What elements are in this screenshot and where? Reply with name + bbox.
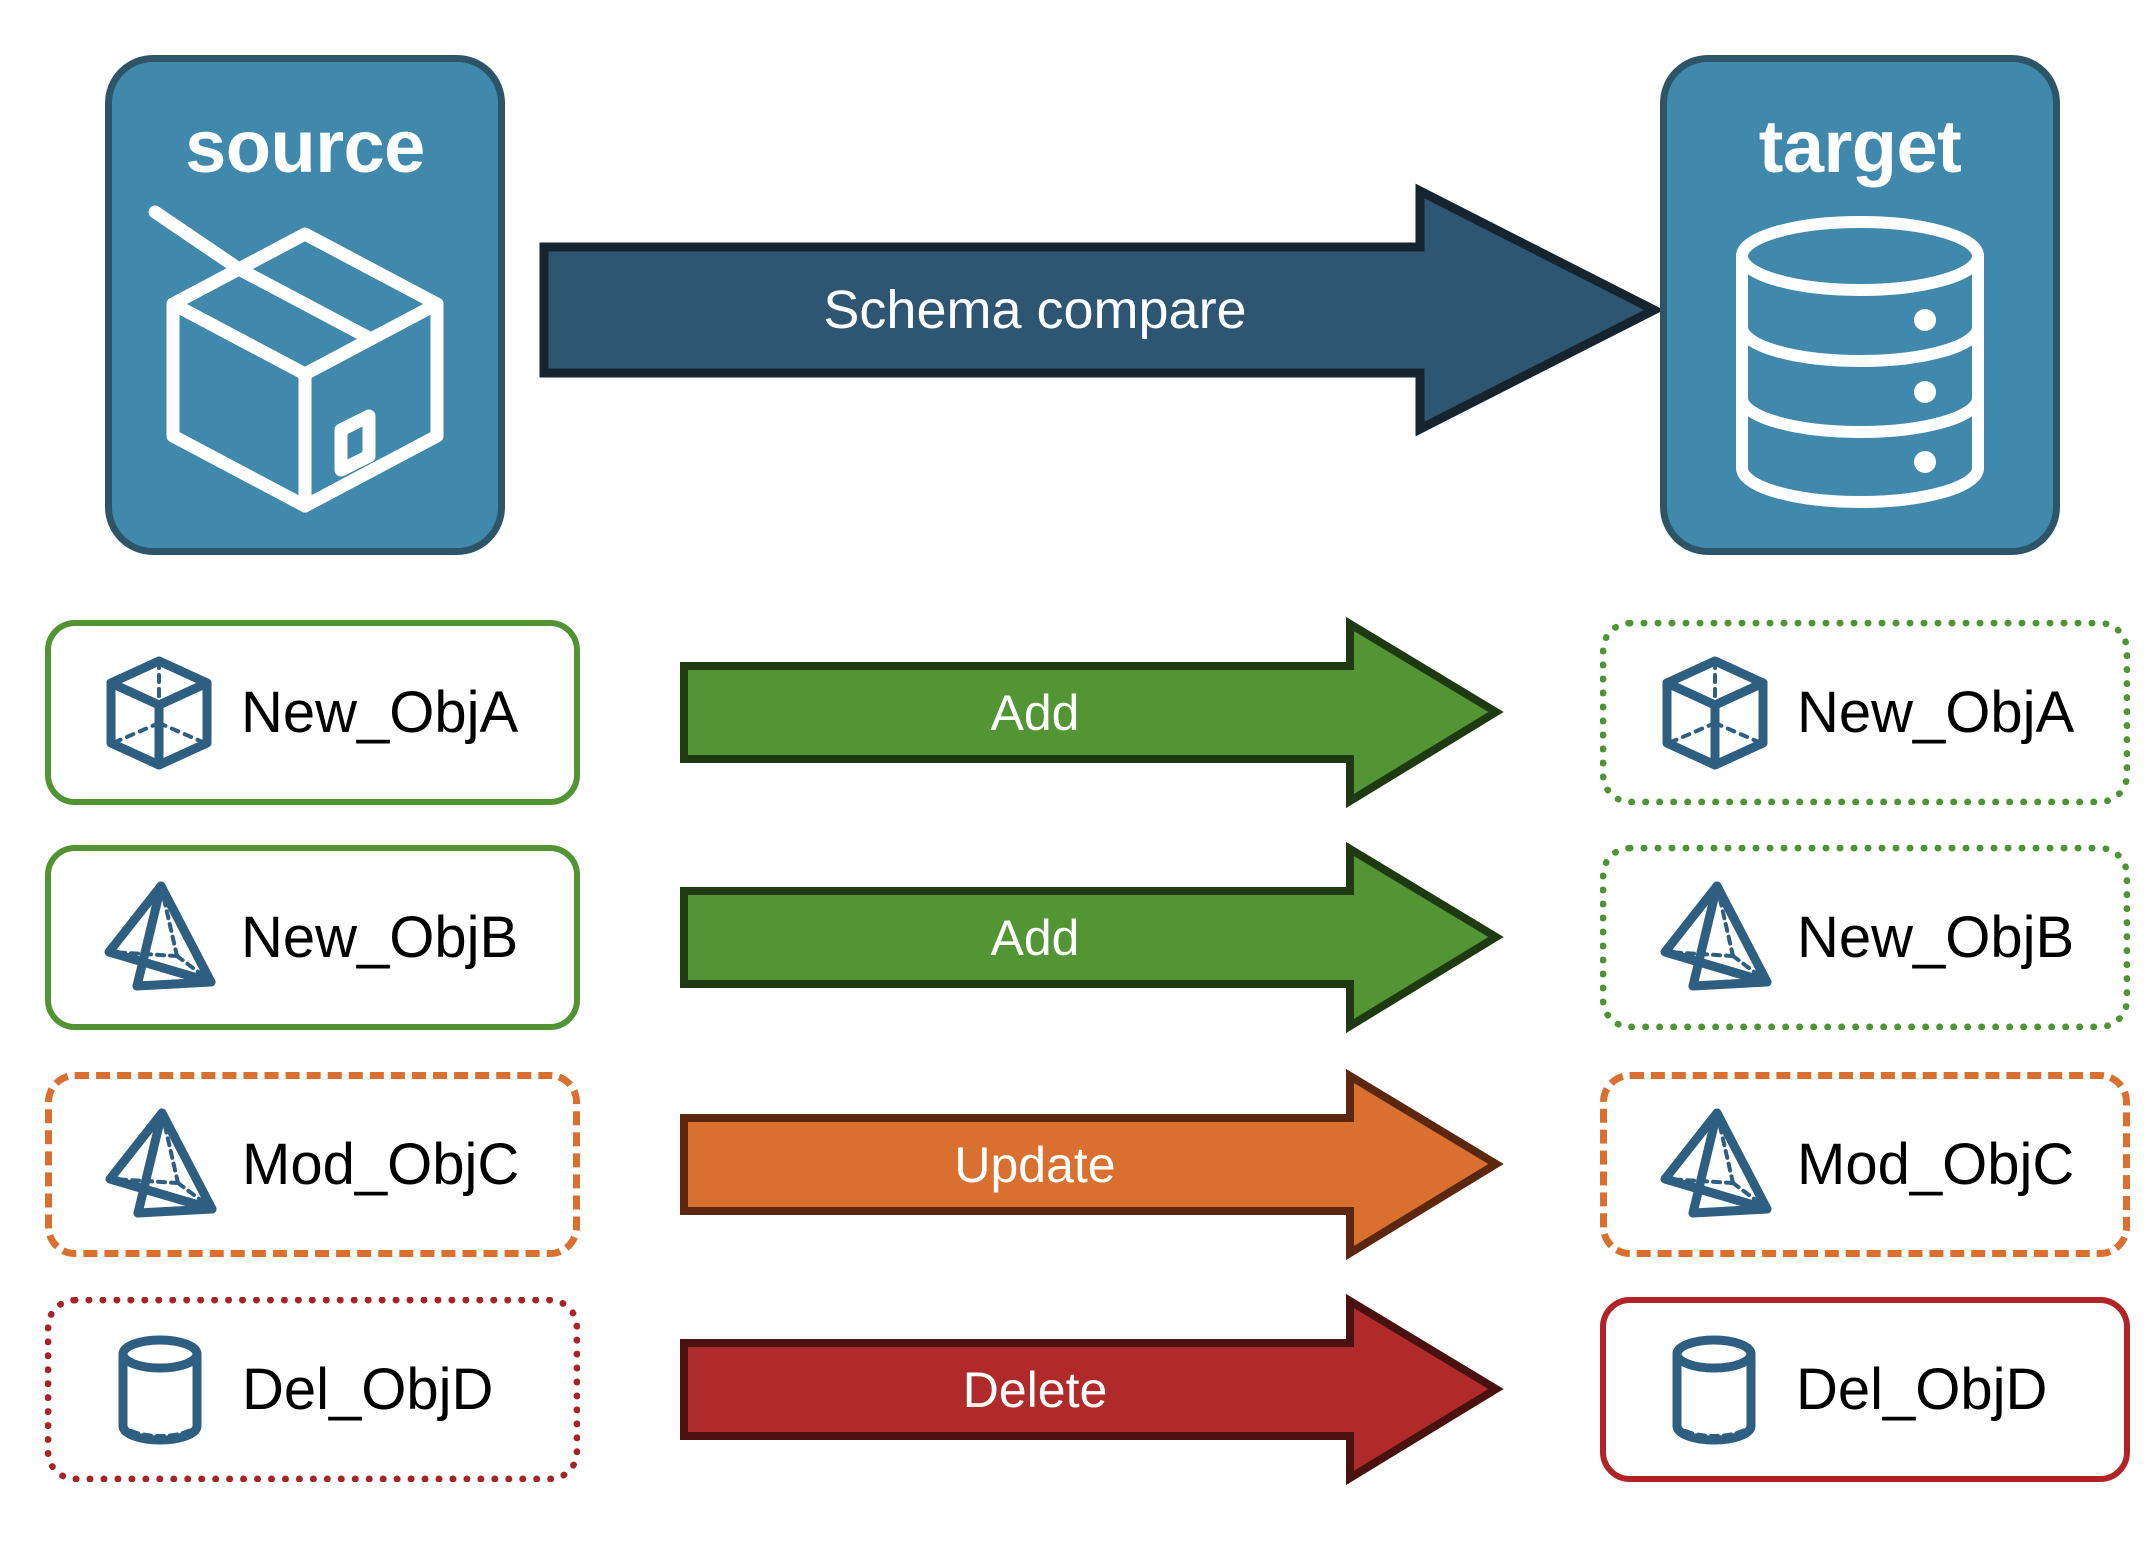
target-object-card[interactable]: Mod_ObjC — [1600, 1072, 2130, 1257]
package-box-icon — [148, 205, 455, 513]
pyramid-wireframe-icon — [1655, 1107, 1775, 1222]
source-object-card[interactable]: New_ObjB — [45, 845, 580, 1030]
target-object-label: New_ObjA — [1797, 680, 2075, 745]
action-arrow-delete[interactable]: Delete — [680, 1293, 1504, 1486]
database-cylinder-icon — [1725, 212, 1995, 512]
pyramid-wireframe-icon — [1655, 880, 1775, 995]
cylinder-wireframe-icon — [100, 1330, 220, 1450]
cube-wireframe-icon — [99, 653, 219, 773]
source-object-label: Mod_ObjC — [242, 1132, 520, 1197]
compare-row: New_ObjA Add — [0, 616, 2150, 809]
target-endpoint-panel[interactable]: target — [1660, 55, 2060, 555]
source-object-label: New_ObjB — [241, 905, 519, 970]
target-object-card[interactable]: New_ObjB — [1600, 845, 2130, 1030]
source-endpoint-panel[interactable]: source — [105, 55, 505, 555]
action-arrow-add[interactable]: Add — [680, 616, 1504, 809]
action-arrow-update[interactable]: Update — [680, 1068, 1504, 1261]
action-arrow-add[interactable]: Add — [680, 841, 1504, 1034]
target-title: target — [1758, 105, 1962, 188]
source-title: source — [185, 105, 425, 188]
source-object-card[interactable]: Del_ObjD — [45, 1297, 580, 1482]
pyramid-wireframe-icon — [99, 880, 219, 995]
source-object-card[interactable]: Mod_ObjC — [45, 1072, 580, 1257]
compare-row: Del_ObjD Delete Del_ObjD — [0, 1293, 2150, 1486]
target-object-label: Del_ObjD — [1796, 1357, 2048, 1422]
cube-wireframe-icon — [1655, 653, 1775, 773]
source-object-label: Del_ObjD — [242, 1357, 494, 1422]
target-object-card[interactable]: Del_ObjD — [1600, 1297, 2130, 1482]
target-object-label: New_ObjB — [1797, 905, 2075, 970]
source-object-label: New_ObjA — [241, 680, 519, 745]
cylinder-wireframe-icon — [1654, 1330, 1774, 1450]
target-object-label: Mod_ObjC — [1797, 1132, 2075, 1197]
compare-row: Mod_ObjC Update — [0, 1068, 2150, 1261]
target-object-card[interactable]: New_ObjA — [1600, 620, 2130, 805]
source-object-card[interactable]: New_ObjA — [45, 620, 580, 805]
compare-row: New_ObjB Add — [0, 841, 2150, 1034]
pyramid-wireframe-icon — [100, 1107, 220, 1222]
schema-compare-arrow[interactable]: Schema compare — [539, 183, 1664, 437]
